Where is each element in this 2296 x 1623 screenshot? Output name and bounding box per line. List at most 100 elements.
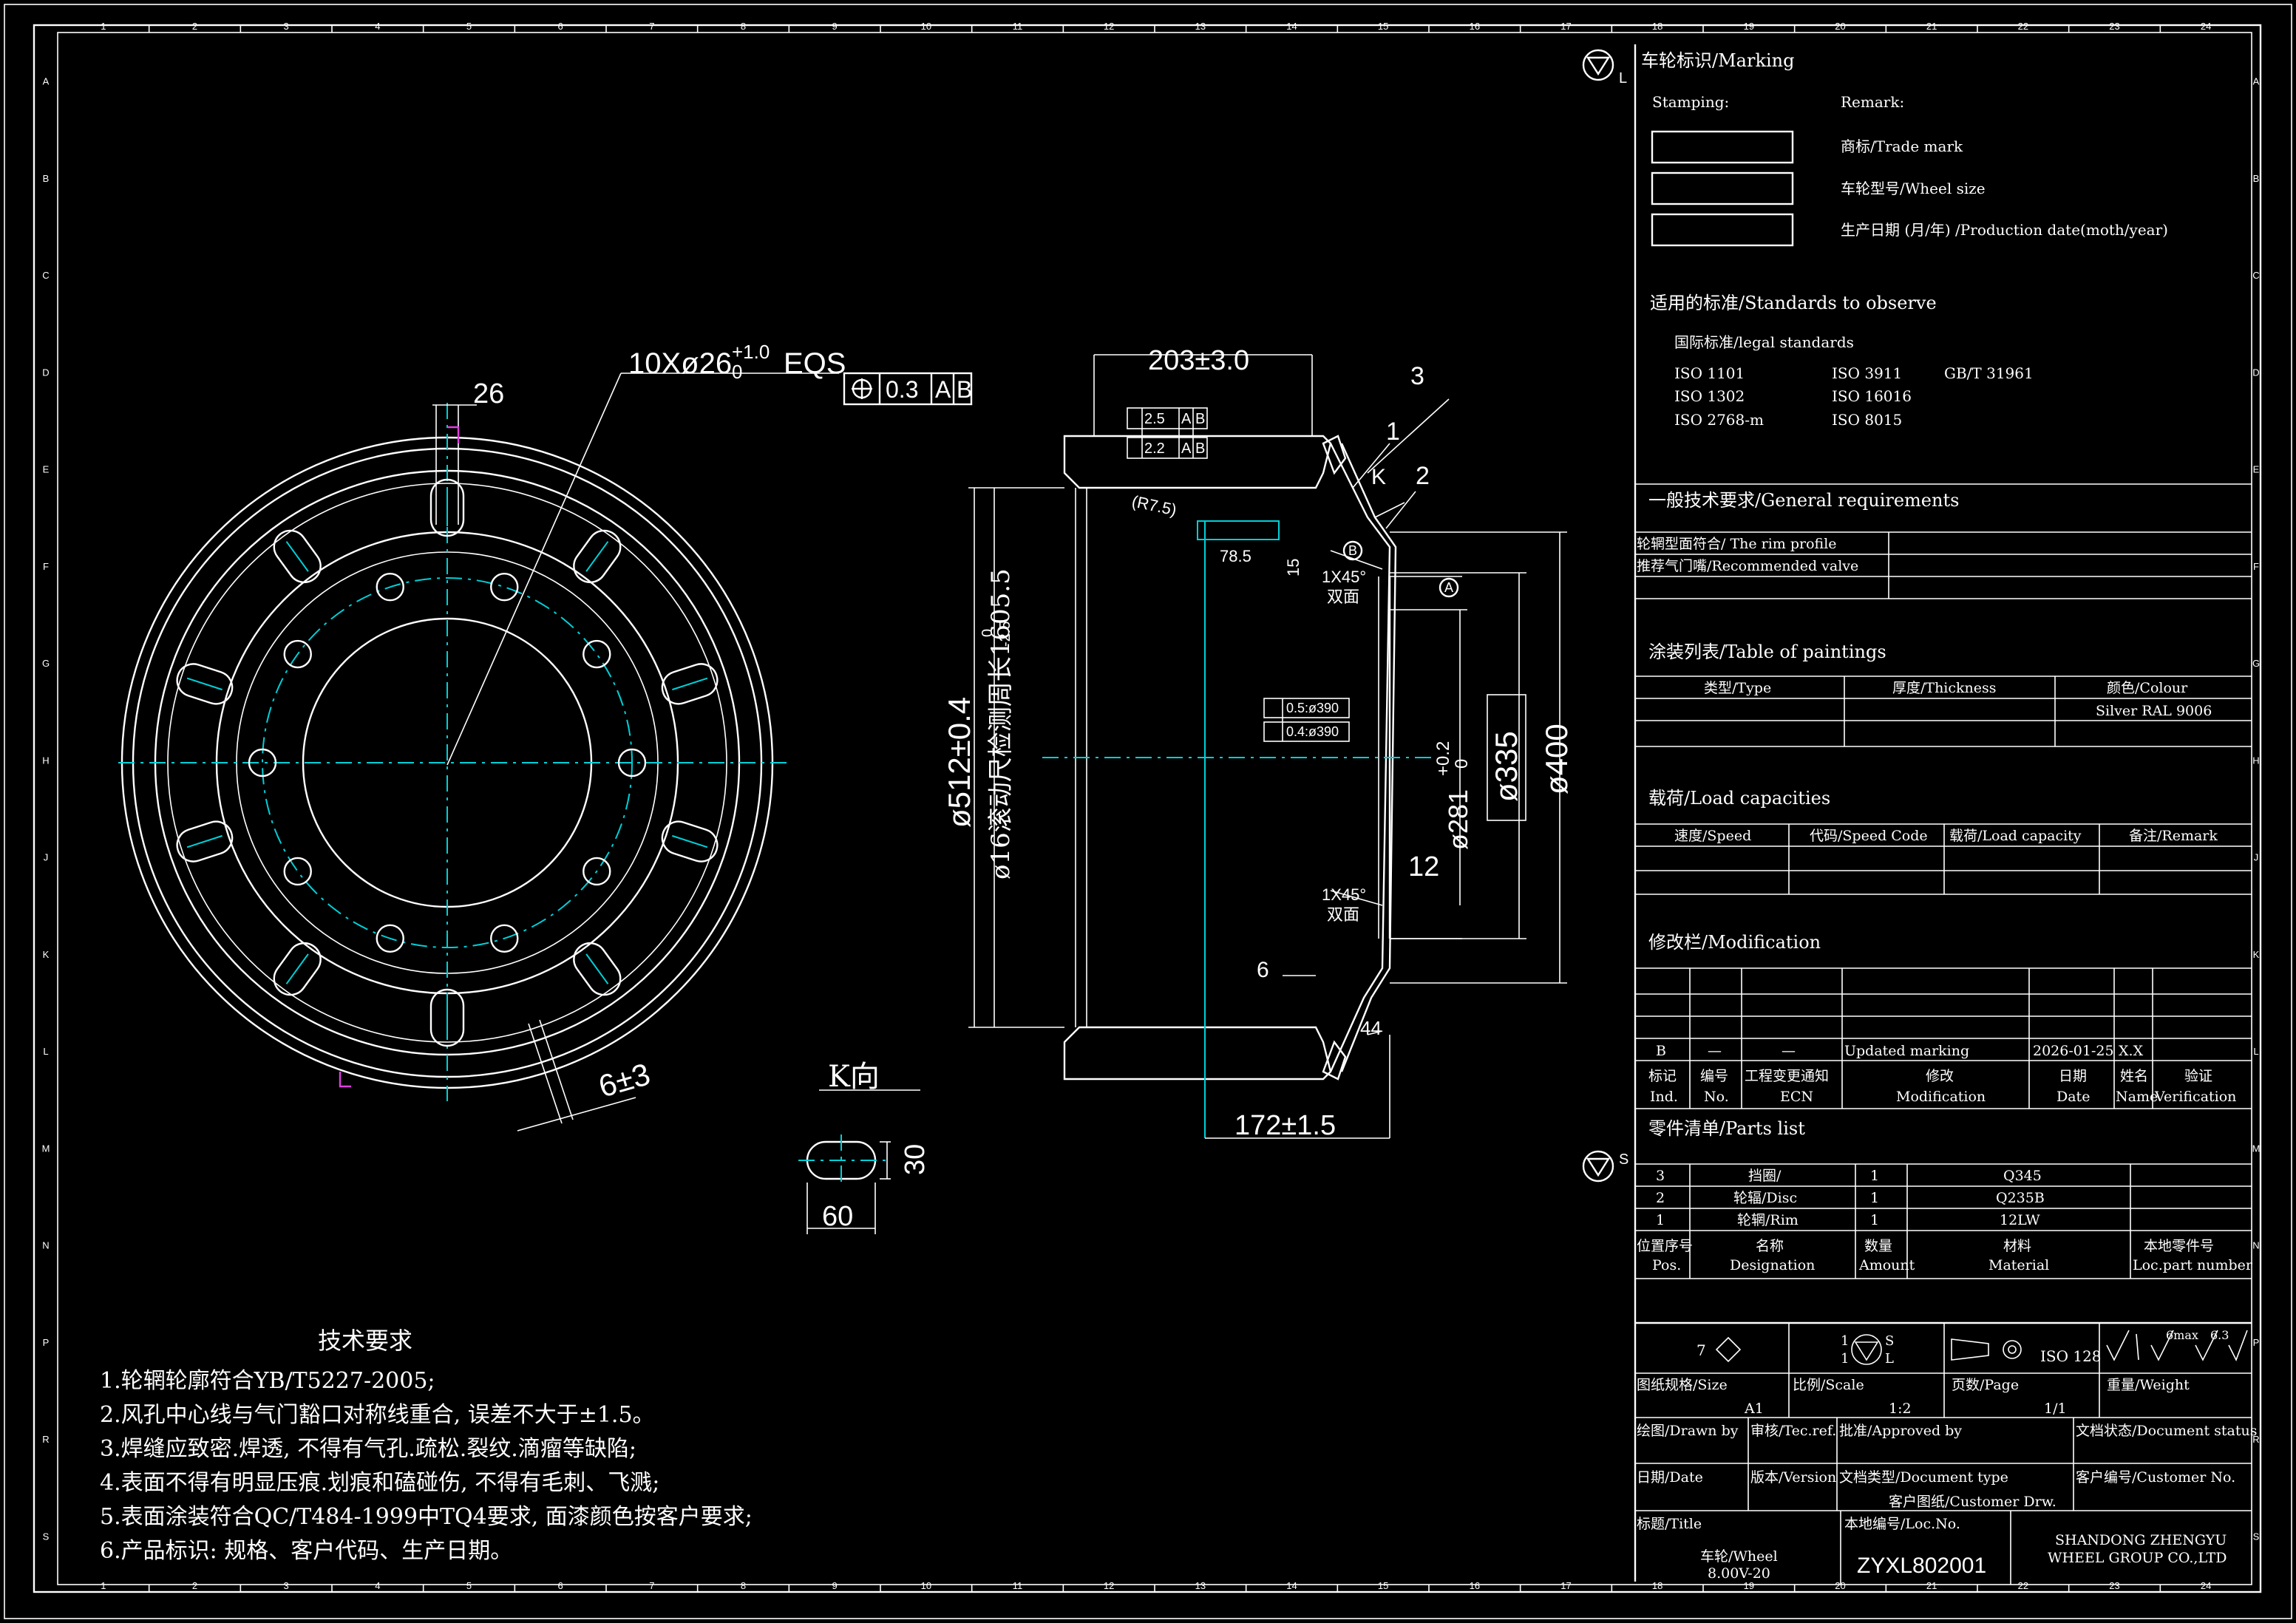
zone-letter: J [2254, 852, 2259, 863]
section-view [968, 354, 1567, 1139]
iso128: ISO 128 [2040, 1347, 2102, 1365]
symbol-1a: 1 [1841, 1333, 1849, 1349]
zone-number: 23 [2109, 1580, 2119, 1591]
zone-number: 6 [558, 21, 563, 32]
loc-value: ZYXL802001 [1857, 1554, 1986, 1578]
runout1-value: 2.5 [1144, 411, 1165, 427]
date-label: 日期/Date [1637, 1469, 1703, 1486]
standard-item: ISO 8015 [1832, 411, 1902, 429]
zone-letter: E [43, 464, 50, 475]
r75: (R7.5) [1130, 491, 1178, 519]
mod-header: 编号 [1700, 1068, 1728, 1084]
company-line-2: WHEEL GROUP CO.,LTD [2048, 1550, 2227, 1566]
drawing-texts: 10Xø26 +1.0 0 EQS 0.3 A B 26 6±3 K向 60 3… [473, 70, 1628, 1232]
zone-letter: P [2253, 1337, 2260, 1348]
zone-letter: B [43, 173, 50, 184]
k-view [798, 1089, 920, 1234]
dim-60: 60 [822, 1201, 853, 1232]
l-mark: L [1619, 70, 1627, 86]
parts-cell: Q345 [2003, 1168, 2042, 1184]
symbol-1b: 1 [1841, 1351, 1849, 1367]
dim-6: 6 [1257, 958, 1269, 982]
zone-number: 10 [921, 21, 931, 32]
zone-number: 24 [2201, 1580, 2211, 1591]
vent-slot [429, 988, 465, 1047]
zone-number: 14 [1286, 1580, 1297, 1591]
parts-header: 材料 [2003, 1238, 2031, 1254]
dim-281-tol-lower: 0 [1452, 759, 1472, 769]
mod-header: 验证 [2184, 1068, 2212, 1084]
standard-item: ISO 1101 [1674, 364, 1745, 382]
runout1-datum-b: B [1195, 411, 1205, 427]
mod-header: Modification [1896, 1089, 1986, 1105]
parts-cell: 1 [1870, 1190, 1879, 1206]
zone-letter: N [2252, 1240, 2259, 1251]
zone-letter: R [42, 1434, 49, 1445]
mod-header: 标记 [1648, 1068, 1677, 1084]
dim-26: 26 [473, 378, 504, 409]
load-header: 备注/Remark [2129, 828, 2218, 844]
zone-letter: K [2253, 949, 2260, 960]
zone-number: 12 [1104, 1580, 1114, 1591]
weight-label: 重量/Weight [2107, 1377, 2190, 1393]
dim-281: ø281 [1443, 789, 1473, 850]
mod-header: No. [1704, 1089, 1729, 1105]
tech-req-line: 3.焊缝应致密.焊透, 不得有气孔.疏松.裂纹.滴瘤等缺陷; [100, 1436, 636, 1462]
parts-header: Designation [1730, 1257, 1815, 1273]
bolt-hole [248, 748, 277, 778]
parts-cell: 轮辋/Rim [1737, 1212, 1799, 1228]
front-view [118, 372, 839, 1132]
chamfer-b: 1X45° [1322, 885, 1366, 904]
zone-letter: C [42, 270, 49, 281]
mod-header: 姓名 [2120, 1068, 2148, 1084]
zone-letter: F [43, 561, 49, 572]
scale-value: 1:2 [1889, 1401, 1912, 1417]
zone-number: 23 [2109, 21, 2119, 32]
zone-number: 18 [1652, 1580, 1662, 1591]
vent-slot [273, 942, 322, 996]
balloon-3: 3 [1410, 362, 1424, 390]
label-k: K [1371, 465, 1386, 489]
company-line-1: SHANDONG ZHENGYU [2055, 1532, 2227, 1548]
zone-number: 8 [741, 1580, 746, 1591]
zone-letter: G [2252, 658, 2260, 669]
chamfer-a: 1X45° [1322, 568, 1366, 586]
zone-number: 2 [192, 21, 197, 32]
stamping-label: Stamping: [1652, 93, 1729, 111]
bolt-hole [283, 639, 312, 669]
zone-number: 5 [466, 1580, 472, 1591]
zone-number: 19 [1744, 1580, 1754, 1591]
parts-header: 位置序号 [1637, 1238, 1693, 1254]
zone-number: 4 [375, 21, 380, 32]
tec-ref: 审核/Tec.ref. [1750, 1423, 1836, 1439]
standards-title: 适用的标准/Standards to observe [1650, 293, 1937, 313]
dim-335: ø335 [1489, 731, 1524, 802]
doc-status: 文档状态/Document status [2076, 1423, 2257, 1439]
zone-letter: A [43, 76, 50, 87]
parts-cell: Q235B [1996, 1190, 2045, 1206]
zone-letter: C [2252, 270, 2259, 281]
parts-cell: 轮辐/Disc [1733, 1190, 1797, 1206]
hole-callout: 10Xø26 [628, 347, 732, 380]
mod-cell: B [1656, 1043, 1666, 1059]
marking-title: 车轮标识/Marking [1641, 50, 1794, 71]
datum-b: B [1348, 543, 1357, 558]
parts-cell: 1 [1870, 1168, 1879, 1184]
general-row: 轮辋型面符合/ The rim profile [1637, 536, 1837, 552]
dim-12: 12 [1408, 851, 1439, 882]
dim-1605-tol-lower: -2.5 [997, 622, 1013, 647]
chamfer-a-note: 双面 [1327, 588, 1359, 607]
zone-letter: F [2253, 561, 2259, 572]
dim-15: 15 [1284, 559, 1302, 576]
title-value-1: 车轮/Wheel [1700, 1548, 1778, 1565]
runout2-datum-a: A [1181, 440, 1192, 457]
parts-header: Amount [1858, 1257, 1915, 1273]
mod-header: Name [2116, 1089, 2158, 1105]
standard-item: ISO 1302 [1674, 387, 1745, 405]
marking-item: 生产日期 (月/年) /Production date(moth/year) [1841, 221, 2168, 239]
paint-header: 类型/Type [1704, 680, 1771, 696]
zone-number: 14 [1286, 21, 1297, 32]
zone-number: 24 [2201, 21, 2211, 32]
position-tol-datum-a: A [935, 376, 951, 403]
